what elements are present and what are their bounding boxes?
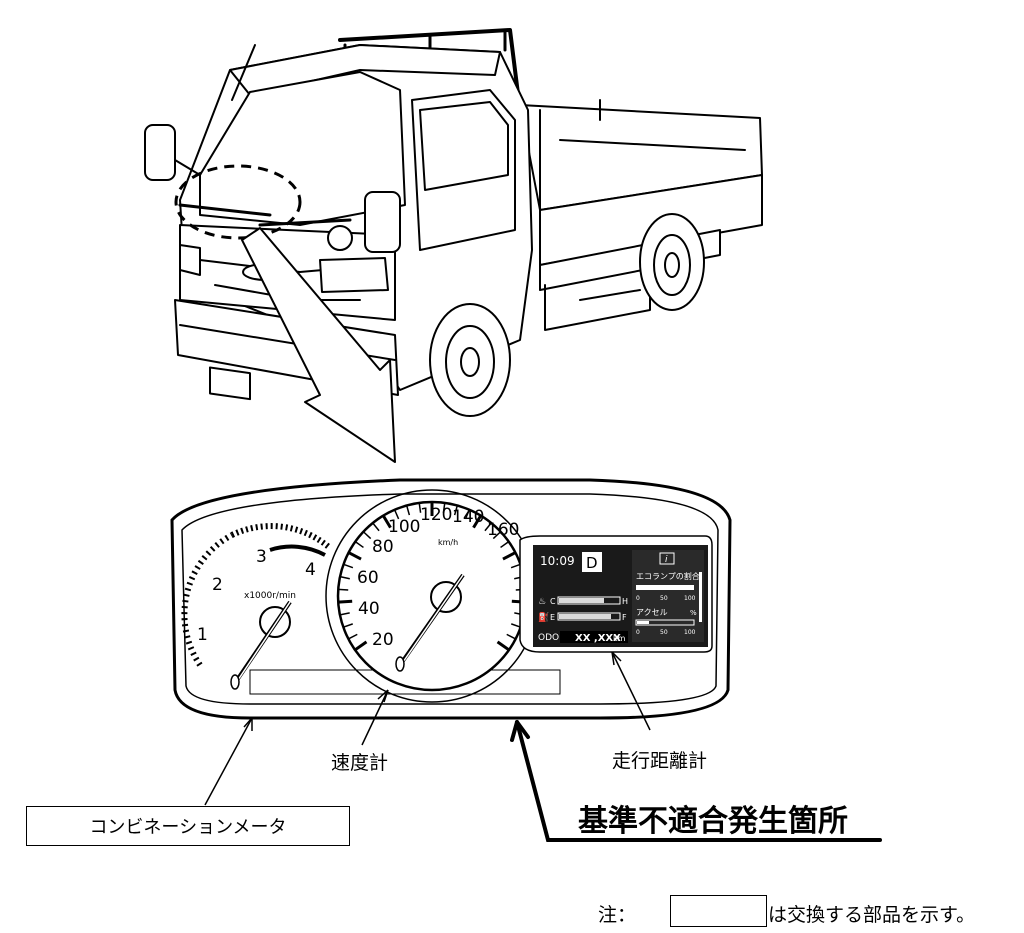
eco-scale-0: 0 xyxy=(636,595,640,602)
display-time: 10:09 xyxy=(540,554,575,568)
speed-tick-mark xyxy=(343,623,354,628)
speed-tick-mark xyxy=(339,575,350,580)
eco-title: エコランプの割合 xyxy=(636,571,700,581)
speed-unit: km/h xyxy=(438,538,458,547)
speed-tick-mark xyxy=(372,522,380,532)
note-legend-box xyxy=(670,895,767,927)
leader-lines xyxy=(204,651,651,806)
speed-tick-60: 60 xyxy=(357,568,379,588)
speed-tick-mark xyxy=(362,531,372,540)
tachometer: 1 2 3 4 x1000r/min xyxy=(181,523,332,690)
combination-meter-label: コンビネーションメータ xyxy=(26,806,350,846)
speed-tick-mark xyxy=(484,522,492,532)
speed-tick-mark xyxy=(338,599,353,604)
speed-tick-mark xyxy=(453,505,459,516)
temp-icon: ♨ xyxy=(538,597,546,607)
temp-low: C xyxy=(550,597,556,606)
speed-tick-mark xyxy=(510,623,521,628)
fuel-low: E xyxy=(550,613,555,622)
odo-unit: km xyxy=(613,634,626,643)
note-prefix: 注： xyxy=(598,904,637,926)
accel-scale-50: 50 xyxy=(660,629,668,636)
accel-unit: % xyxy=(690,609,697,617)
callout-arrow xyxy=(241,227,396,463)
tach-tick-4: 4 xyxy=(305,560,316,580)
multi-info-display: 10:09 D ♨ C H ⛽ E F ODO XX ,XXX km i エコラ… xyxy=(519,535,713,653)
tach-unit: x1000r/min xyxy=(244,591,296,601)
truck-illustration xyxy=(144,28,763,417)
fuel-icon: ⛽ xyxy=(538,611,549,623)
speed-tick-mark xyxy=(393,509,400,520)
nonconformity-location-label: 基準不適合発生箇所 xyxy=(578,804,848,839)
speed-tick-mark xyxy=(343,563,354,569)
odo-value: XX ,XXX xyxy=(575,633,621,644)
nonconformity-arrow xyxy=(510,720,882,842)
speed-tick-100: 100 xyxy=(388,517,420,537)
speed-tick-mark xyxy=(506,633,516,640)
odo-label: ODO xyxy=(538,633,559,643)
accel-scale-100: 100 xyxy=(684,629,696,636)
speed-tick-mark xyxy=(354,640,368,652)
temp-high: H xyxy=(622,597,628,606)
highlight-ellipse xyxy=(174,164,302,240)
fuel-high: F xyxy=(622,613,627,622)
speed-tick-mark xyxy=(347,551,362,561)
speed-tick-mark xyxy=(405,505,411,516)
display-gear: D xyxy=(586,554,598,572)
accel-scale-0: 0 xyxy=(636,629,640,636)
note-suffix: は交換する部品を示す。 xyxy=(768,904,976,926)
speed-tick-mark xyxy=(338,588,349,591)
accel-title: アクセル xyxy=(636,608,668,617)
eco-scale-100: 100 xyxy=(684,595,696,602)
speed-tick-mark xyxy=(381,514,392,529)
speed-tick-mark xyxy=(502,551,517,561)
info-icon: i xyxy=(665,555,668,565)
speed-tick-mark xyxy=(339,612,350,616)
speedometer-label: 速度計 xyxy=(331,752,389,774)
speed-tick-120: 120 xyxy=(420,505,452,525)
eco-scale-50: 50 xyxy=(660,595,668,602)
speed-tick-20: 20 xyxy=(372,630,394,650)
speed-tick-40: 40 xyxy=(358,599,380,619)
tach-tick-3: 3 xyxy=(256,547,267,567)
speed-tick-80: 80 xyxy=(372,537,394,557)
speed-tick-mark xyxy=(348,633,358,640)
speed-tick-mark xyxy=(472,514,483,529)
combination-meter: 1 2 3 4 x1000r/min 20 40 60 80 100 120 1… xyxy=(170,478,732,720)
speed-tick-mark xyxy=(442,502,446,513)
speed-tick-mark xyxy=(510,563,521,569)
speed-tick-160: 160 xyxy=(487,520,519,540)
speed-tick-mark xyxy=(464,509,471,520)
speed-tick-mark xyxy=(496,640,510,652)
speed-tick-mark xyxy=(500,541,510,549)
speed-tick-140: 140 xyxy=(452,507,484,527)
speed-tick-mark xyxy=(418,502,422,513)
combination-meter-text: コンビネーションメータ xyxy=(89,817,287,838)
speed-tick-mark xyxy=(354,541,364,549)
speed-tick-mark xyxy=(492,531,502,540)
tach-tick-1: 1 xyxy=(197,625,208,645)
odometer-label: 走行距離計 xyxy=(612,750,708,772)
tach-tick-2: 2 xyxy=(212,575,223,595)
